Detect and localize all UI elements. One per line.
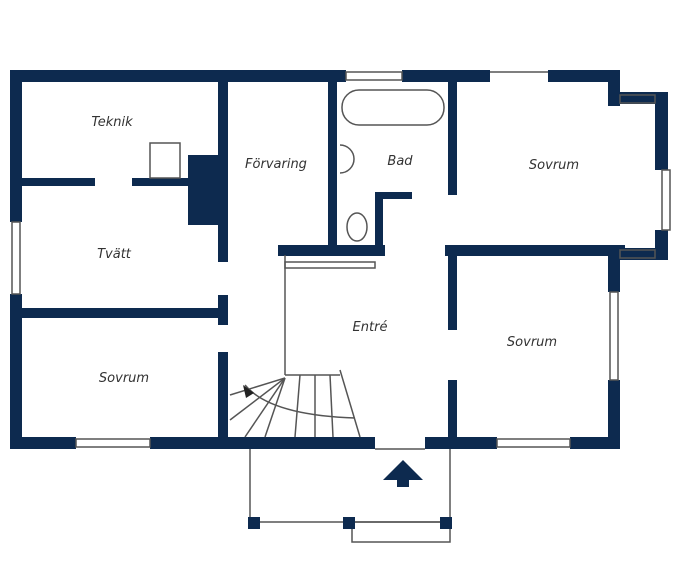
room-label-entre: Entré [353, 320, 388, 335]
room-label-sovrum-se: Sovrum [507, 335, 557, 350]
fixtures [149, 89, 445, 269]
room-label-forvaring: Förvaring [245, 157, 307, 172]
arrow-up-icon [383, 460, 423, 487]
room-label-bad: Bad [387, 154, 413, 169]
walls [10, 70, 668, 449]
room-label-sovrum-ne: Sovrum [529, 158, 579, 173]
room-label-sovrum-sw: Sovrum [99, 371, 149, 386]
room-label-teknik: Teknik [91, 115, 133, 130]
windows [11, 71, 671, 448]
porch [248, 448, 452, 543]
staircase [229, 255, 361, 438]
room-label-tvatt: Tvätt [97, 247, 132, 262]
